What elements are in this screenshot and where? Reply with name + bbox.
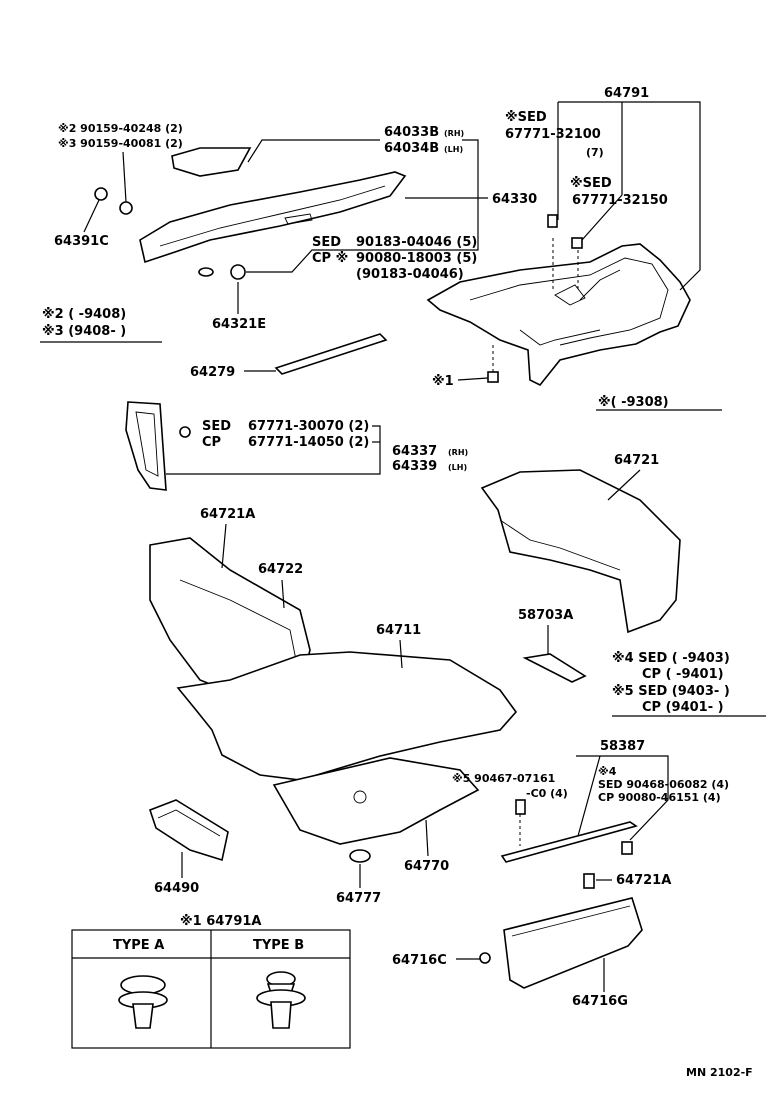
label-64716g: 64716G [572, 994, 628, 1009]
label-sed-d: SED [202, 419, 231, 434]
label-64279: 64279 [190, 365, 235, 380]
label-note4-cp: CP ( -9401) [642, 667, 724, 682]
label-67771-30070: 67771-30070 (2) [248, 419, 369, 434]
label-64490: 64490 [154, 881, 199, 896]
label-67771-32150: 67771-32150 [572, 193, 668, 208]
label-cp-d: CP [202, 435, 221, 450]
label-sed-a: ※SED [505, 110, 547, 125]
label-note3: ※3 (9408- ) [42, 324, 126, 339]
label-64330: 64330 [492, 192, 537, 207]
label-64791: 64791 [604, 86, 649, 101]
label-sed-e: SED 90468-06082 (4) [598, 778, 729, 791]
package-tray [139, 147, 407, 264]
label-64034b: 64034B [384, 141, 439, 156]
clip-icon [198, 267, 214, 277]
label-64770: 64770 [404, 859, 449, 874]
label-58703a: 58703A [518, 608, 573, 623]
label-rh2: (RH) [448, 448, 468, 457]
pad-58703a [522, 653, 587, 683]
label-64777: 64777 [336, 891, 381, 906]
trunk-side-trim-rh [480, 469, 681, 634]
clip-icon [230, 264, 246, 280]
label-note4-sed: ※4 SED ( -9403) [612, 651, 730, 666]
label-67771-32100: 67771-32100 [505, 127, 601, 142]
clip-type-a-icon [118, 975, 168, 1029]
grommet-icon [349, 849, 371, 863]
screw-icon [119, 201, 133, 215]
clip-icon [583, 873, 595, 889]
trunk-floor-mat [176, 651, 518, 781]
screw-icon [479, 952, 491, 964]
label-note2-line: ※2 90159-40248 (2) [58, 122, 183, 135]
label-cp-e: CP 90080-46151 (4) [598, 791, 721, 804]
label-64337: 64337 [392, 444, 437, 459]
label-note3-line: ※3 90159-40081 (2) [58, 137, 183, 150]
label-cp-c: CP ※ [312, 251, 348, 266]
label-64711: 64711 [376, 623, 421, 638]
trunk-lid-trim-panel [426, 243, 691, 387]
footer-code: MN 2102-F [686, 1066, 753, 1079]
label-64716c: 64716C [392, 953, 447, 968]
label-note-main: ※( -9308) [598, 395, 669, 410]
type-a-header: TYPE A [113, 938, 164, 953]
label-64391c: 64391C [54, 234, 109, 249]
label-64721a-b: 64721A [616, 873, 671, 888]
label-lh2: (LH) [448, 463, 467, 472]
clip-icon [179, 426, 191, 438]
sill-plate [500, 821, 638, 863]
label-rh: (RH) [444, 129, 464, 138]
clip-icon [487, 371, 499, 383]
label-90183-04046: 90183-04046 (5) [356, 235, 477, 250]
label-90183-04046b: (90183-04046) [356, 267, 464, 282]
label-64721: 64721 [614, 453, 659, 468]
label-note5-sed: ※5 SED (9403- ) [612, 684, 730, 699]
label-sed-c: SED [312, 235, 341, 250]
screw-icon [515, 799, 526, 815]
label-64721a: 64721A [200, 507, 255, 522]
label-64722: 64722 [258, 562, 303, 577]
label-qty-7: (7) [586, 146, 604, 159]
clip-type-b-icon [256, 971, 306, 1029]
label-note4-star: ※4 [598, 765, 617, 778]
label-64791a: ※1 64791A [180, 914, 262, 929]
label-note2: ※2 ( -9408) [42, 307, 126, 322]
label-58387: 58387 [600, 739, 645, 754]
label-note5-line: ※5 90467-07161 [452, 772, 555, 785]
quarter-trim-panel [125, 401, 167, 491]
clip-icon [94, 187, 108, 201]
floor-cover [272, 757, 480, 845]
clip-icon [621, 841, 633, 855]
label-note5-cp: CP (9401- ) [642, 700, 724, 715]
label-64321e: 64321E [212, 317, 266, 332]
clip-icon [547, 214, 558, 228]
trunk-front-trim [503, 897, 643, 989]
storage-box [148, 799, 229, 862]
label-c0: -C0 (4) [526, 787, 568, 800]
clip-icon [571, 237, 583, 249]
label-sed-b: ※SED [570, 176, 612, 191]
label-lh: (LH) [444, 145, 463, 154]
type-b-header: TYPE B [253, 938, 304, 953]
label-67771-14050: 67771-14050 (2) [248, 435, 369, 450]
weatherstrip [274, 333, 388, 375]
label-64339: 64339 [392, 459, 437, 474]
label-64033b: 64033B [384, 125, 439, 140]
label-90080-18003: 90080-18003 (5) [356, 251, 477, 266]
label-note-1: ※1 [432, 374, 454, 389]
